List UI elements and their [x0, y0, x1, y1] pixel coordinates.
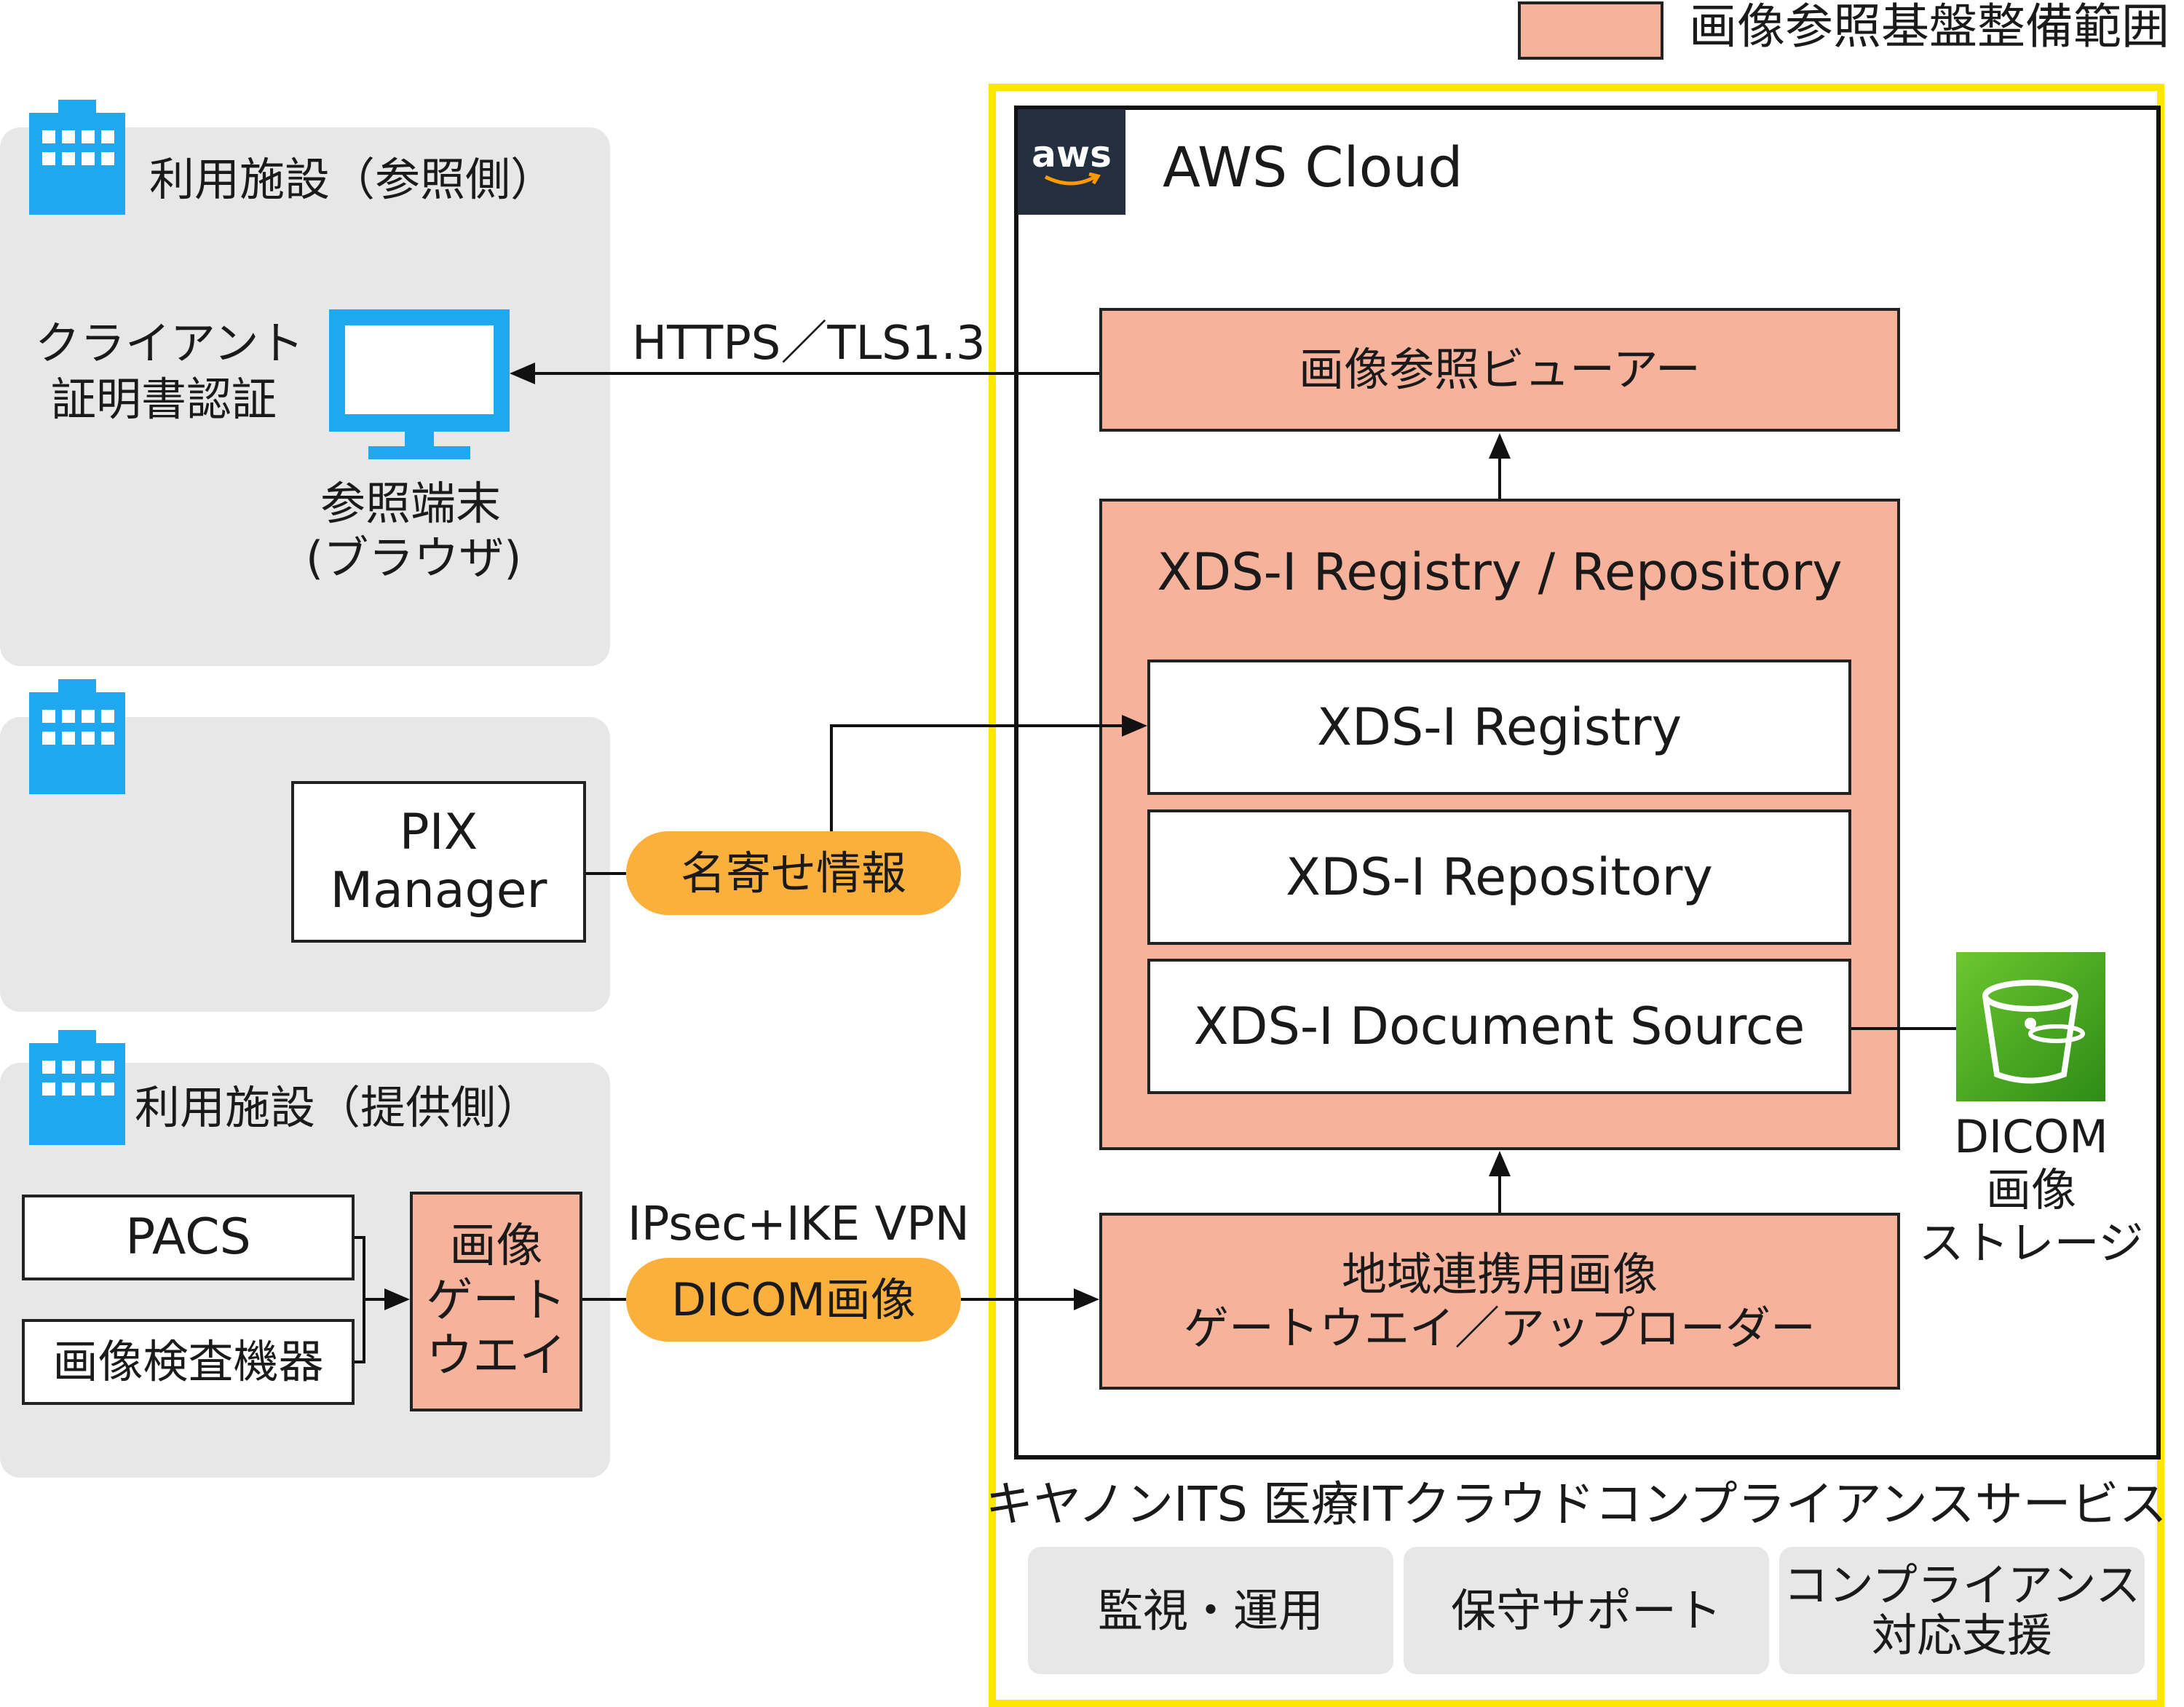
xds-document-source-box: XDS-I Document Source: [1147, 959, 1851, 1094]
pix-label-line2: Manager: [330, 862, 547, 919]
service-item-monitoring: 監視・運用: [1028, 1547, 1393, 1674]
storage-label: DICOM 画像 ストレージ: [1919, 1110, 2144, 1270]
terminal-label-line1: 参照端末: [320, 477, 502, 530]
aws-logo-text: aws: [1032, 132, 1112, 175]
name-info-pill: 名寄せ情報: [626, 831, 961, 915]
gateway-line3: ウエイ: [426, 1328, 566, 1383]
service-item-compliance: コンプライアンス 対応支援: [1779, 1547, 2145, 1674]
legend-swatch: [1518, 1, 1663, 60]
building-icon: [29, 100, 125, 215]
compliance-line1: コンプライアンス: [1783, 1559, 2141, 1612]
client-cert-line1: クライアント: [35, 317, 304, 370]
aws-smile-icon: [1044, 172, 1101, 185]
service-title: キヤノンITS 医療ITクラウドコンプライアンスサービス: [985, 1476, 2167, 1532]
monitor-icon: [329, 309, 510, 462]
xds-registry-box: XDS-I Registry: [1147, 660, 1851, 795]
pix-manager-box: PIX Manager: [291, 781, 586, 943]
aws-cloud-box: [1014, 106, 2161, 1460]
building-icon: [29, 679, 125, 794]
xds-repository-box: XDS-I Repository: [1147, 809, 1851, 945]
compliance-line2: 対応支援: [1871, 1608, 2052, 1662]
xds-group-title: XDS-I Registry / Repository: [1157, 542, 1843, 602]
aws-cloud-title: AWS Cloud: [1163, 135, 1463, 199]
client-cert-line2: 証明書認証: [51, 373, 277, 426]
pacs-box: PACS: [22, 1195, 355, 1280]
storage-line1: DICOM: [1954, 1110, 2108, 1163]
compliance-service-frame: [989, 84, 2164, 1707]
facility-title-viewer-side: 利用施設（参照側）: [149, 153, 556, 206]
service-item-support: 保守サポート: [1404, 1547, 1769, 1674]
uploader-box: 地域連携用画像 ゲートウエイ／アップローダー: [1099, 1213, 1900, 1390]
pix-to-registry-arrow: [586, 724, 1130, 875]
terminal-label-line2: (ブラウザ): [306, 531, 522, 585]
image-viewer-box: 画像参照ビューアー: [1099, 308, 1900, 432]
dicom-image-pill: DICOM画像: [626, 1258, 961, 1342]
gateway-line1: 画像: [449, 1219, 543, 1273]
https-label: HTTPS／TLS1.3: [632, 317, 986, 371]
storage-line3: ストレージ: [1918, 1216, 2144, 1270]
uploader-line1: 地域連携用画像: [1341, 1248, 1658, 1302]
modality-box: 画像検査機器: [22, 1319, 355, 1405]
storage-line2: 画像: [1985, 1163, 2076, 1217]
pix-label-line1: PIX: [399, 803, 478, 861]
image-gateway-box: 画像 ゲート ウエイ: [410, 1192, 582, 1411]
vpn-label: IPsec+IKE VPN: [628, 1197, 970, 1251]
aws-logo: aws: [1018, 109, 1125, 215]
building-icon: [29, 1030, 125, 1145]
uploader-line2: ゲートウエイ／アップローダー: [1183, 1301, 1816, 1355]
s3-bucket-icon: [1956, 952, 2105, 1101]
facility-title-provider-side: 利用施設（提供側）: [135, 1081, 542, 1134]
legend-label: 画像参照基盤整備範囲: [1689, 0, 2169, 55]
gateway-line2: ゲート: [426, 1274, 566, 1328]
